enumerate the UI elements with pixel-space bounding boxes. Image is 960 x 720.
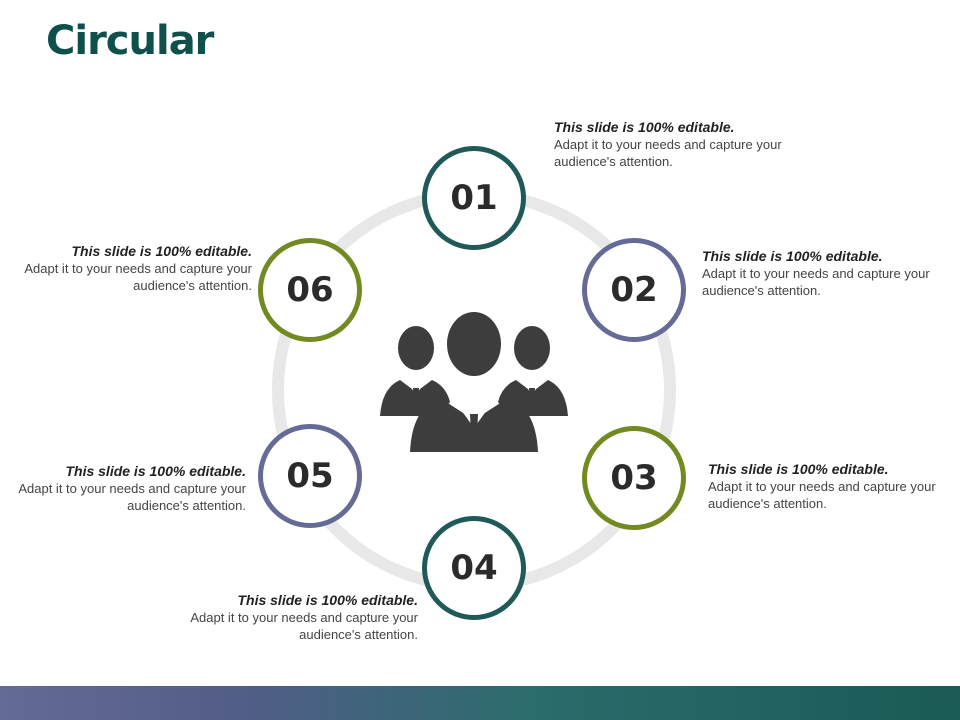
step-circle-06: 06 [258, 238, 362, 342]
step-body: Adapt it to your needs and capture your … [24, 261, 252, 293]
step-text-02: This slide is 100% editable. Adapt it to… [702, 248, 932, 299]
step-body: Adapt it to your needs and capture your … [18, 481, 246, 513]
step-circle-01: 01 [422, 146, 526, 250]
step-heading: This slide is 100% editable. [702, 248, 883, 264]
step-body: Adapt it to your needs and capture your … [190, 610, 418, 642]
step-body: Adapt it to your needs and capture your … [708, 479, 936, 511]
step-text-01: This slide is 100% editable. Adapt it to… [554, 119, 784, 170]
step-body: Adapt it to your needs and capture your … [702, 266, 930, 298]
step-circle-04: 04 [422, 516, 526, 620]
people-group-icon [380, 312, 568, 452]
step-text-03: This slide is 100% editable. Adapt it to… [708, 461, 938, 512]
step-circle-05: 05 [258, 424, 362, 528]
step-heading: This slide is 100% editable. [65, 463, 246, 479]
step-text-04: This slide is 100% editable. Adapt it to… [188, 592, 418, 643]
footer-band [0, 686, 960, 720]
step-body: Adapt it to your needs and capture your … [554, 137, 782, 169]
step-circle-03: 03 [582, 426, 686, 530]
step-heading: This slide is 100% editable. [554, 119, 735, 135]
step-circle-02: 02 [582, 238, 686, 342]
step-text-05: This slide is 100% editable. Adapt it to… [16, 463, 246, 514]
step-heading: This slide is 100% editable. [71, 243, 252, 259]
page-title: Circular [46, 18, 214, 64]
step-heading: This slide is 100% editable. [708, 461, 889, 477]
step-heading: This slide is 100% editable. [237, 592, 418, 608]
step-text-06: This slide is 100% editable. Adapt it to… [22, 243, 252, 294]
